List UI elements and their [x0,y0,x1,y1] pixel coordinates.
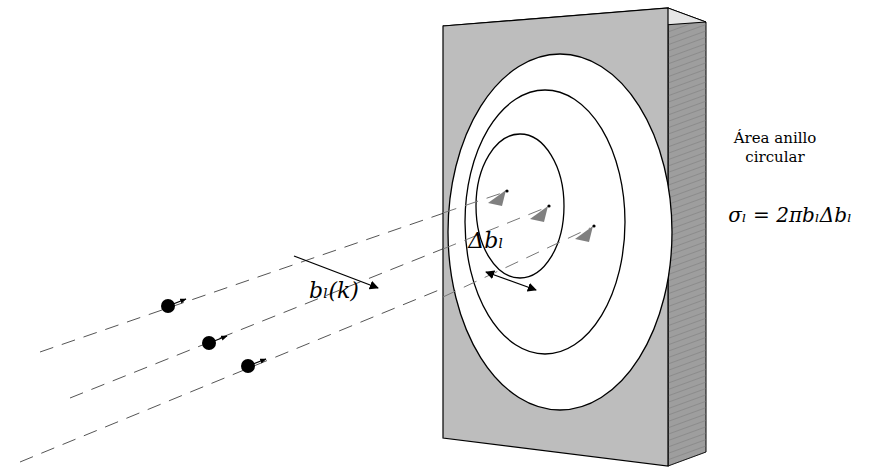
outer-ring [448,54,672,410]
distance-label: bₗ(k) [309,278,359,303]
width-arrow [486,272,536,290]
area-formula: σₗ = 2πbₗΔbₗ [728,203,852,227]
middle-ring [465,90,625,354]
particles [161,299,266,373]
area-note: Área anillo circular [720,129,830,167]
inner-ring [476,134,564,278]
impact-arrows [488,190,593,242]
width-label: Δbₗ [468,228,503,253]
block-side [668,8,706,466]
